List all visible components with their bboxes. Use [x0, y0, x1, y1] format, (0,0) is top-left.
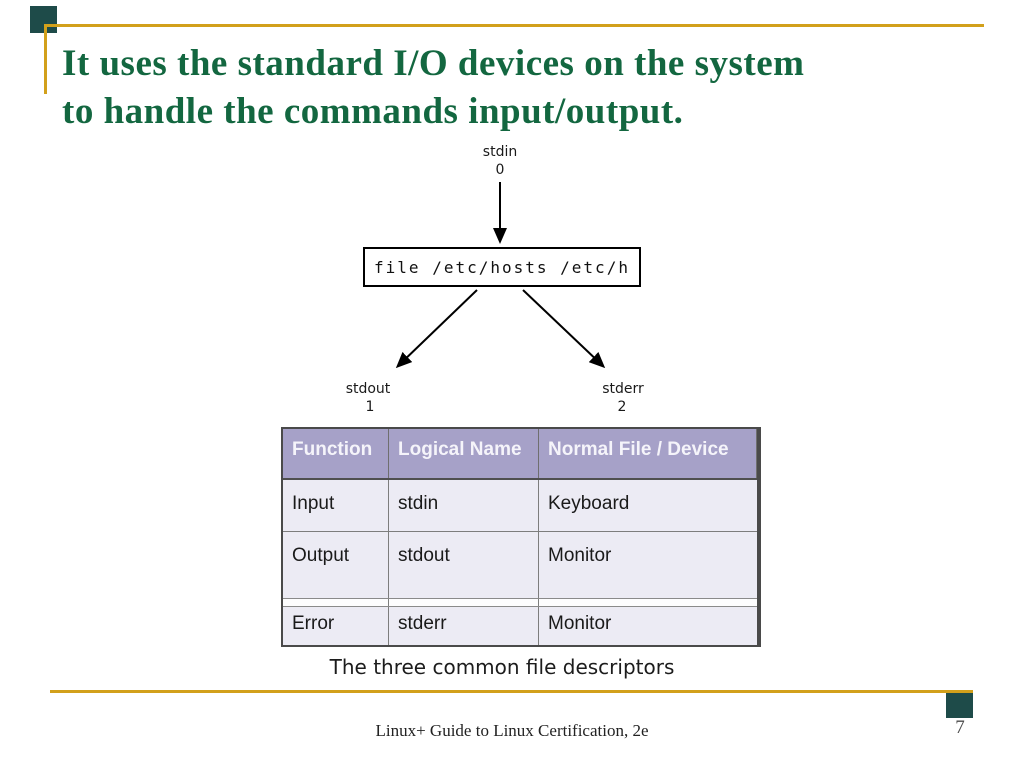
table-header-function: Function	[283, 429, 389, 478]
stderr-arrow	[522, 289, 606, 369]
table-header-row: Function Logical Name Normal File / Devi…	[283, 429, 757, 480]
stderr-label: stderr	[602, 381, 644, 397]
page-number: 7	[955, 717, 965, 738]
table-row-output: Output stdout Monitor	[283, 532, 757, 599]
stdin-label: stdin	[482, 144, 518, 160]
stdout-arrow	[395, 289, 478, 369]
cell-error-function: Error	[283, 607, 389, 645]
stderr-fd-label: 2	[617, 399, 627, 415]
file-descriptor-table: Function Logical Name Normal File / Devi…	[281, 427, 761, 647]
cell-input-device: Keyboard	[539, 480, 757, 531]
command-box: file /etc/hosts /etc/h	[363, 247, 641, 287]
cell-output-function: Output	[283, 532, 389, 598]
cell-input-function: Input	[283, 480, 389, 531]
table-row-error: Error stderr Monitor	[283, 607, 757, 645]
table-gap-row	[283, 599, 757, 607]
stdout-label: stdout	[345, 381, 391, 397]
title-border-top	[44, 24, 984, 27]
footer-rule	[50, 690, 973, 693]
stdout-fd-label: 1	[365, 399, 375, 415]
slide-title-line1: It uses the standard I/O devices on the …	[62, 43, 805, 84]
cell-output-logical: stdout	[389, 532, 539, 598]
title-border-left	[44, 24, 47, 94]
corner-square-bottom-right	[946, 691, 973, 718]
stdin-fd-label: 0	[495, 162, 505, 178]
slide-title: It uses the standard I/O devices on the …	[62, 40, 992, 136]
cell-input-logical: stdin	[389, 480, 539, 531]
table-header-normal-file-device: Normal File / Device	[539, 429, 757, 478]
table-row-input: Input stdin Keyboard	[283, 480, 757, 532]
footer-text: Linux+ Guide to Linux Certification, 2e	[375, 721, 649, 740]
cell-error-logical: stderr	[389, 607, 539, 645]
table-header-logical-name: Logical Name	[389, 429, 539, 478]
cell-error-device: Monitor	[539, 607, 757, 645]
diagram-arrows	[395, 182, 606, 369]
slide-title-line2: to handle the commands input/output.	[62, 91, 684, 132]
cell-output-device: Monitor	[539, 532, 757, 598]
table-caption: The three common file descriptors	[329, 655, 675, 679]
io-redirection-diagram: stdin 0 file /etc/hosts /etc/h stdout 1 …	[340, 140, 670, 430]
corner-square-top-left	[30, 6, 57, 33]
